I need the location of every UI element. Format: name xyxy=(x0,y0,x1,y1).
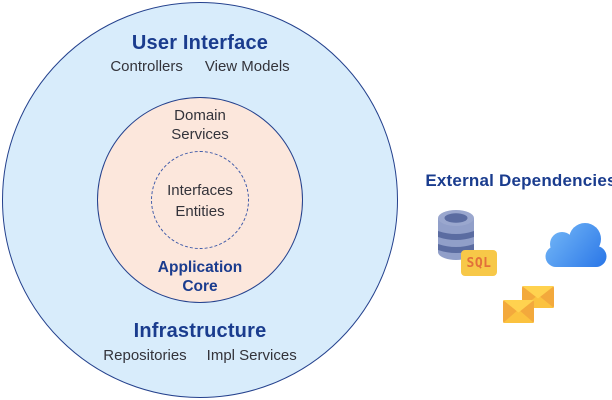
repositories-label: Repositories xyxy=(103,347,187,364)
mail-icon xyxy=(502,284,555,331)
application-core-label: Application Core xyxy=(157,259,243,295)
cloud-icon xyxy=(545,222,607,273)
external-dependencies-title: External Dependencies xyxy=(425,171,612,190)
infrastructure-title: Infrastructure xyxy=(133,320,267,342)
user-interface-title: User Interface xyxy=(131,32,269,54)
sql-badge-label: SQL xyxy=(466,255,492,271)
infrastructure-items: Repositories Impl Services xyxy=(103,347,296,364)
view-models-label: View Models xyxy=(204,58,290,75)
impl-services-label: Impl Services xyxy=(206,347,297,364)
entities-label: Entities xyxy=(175,203,225,220)
front-envelope xyxy=(503,300,534,323)
interfaces-label: Interfaces xyxy=(167,182,233,199)
sql-badge: SQL xyxy=(461,250,497,276)
controllers-label: Controllers xyxy=(110,58,183,75)
user-interface-items: Controllers View Models xyxy=(110,58,289,75)
domain-services-label: Domain Services xyxy=(171,107,229,143)
entities-dashed-circle xyxy=(151,151,249,249)
